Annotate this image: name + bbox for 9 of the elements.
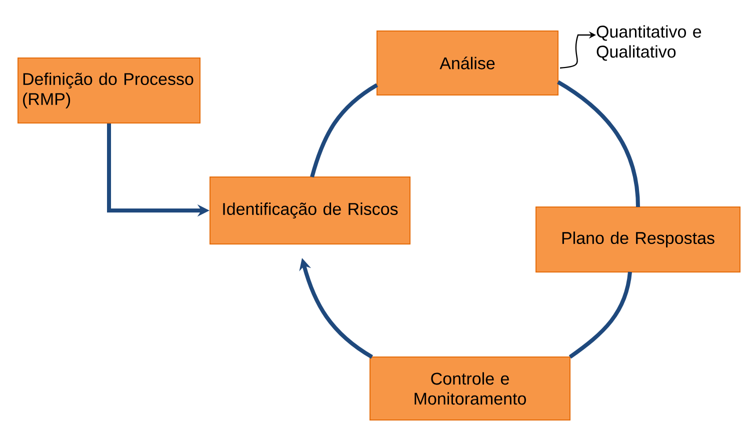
process-box: Plano de Respostas (536, 206, 740, 272)
annotation-text: Quantitativo e Qualitativo (596, 25, 702, 61)
connector-arc (568, 272, 632, 359)
process-box: Definição do Processo (RMP) (18, 58, 200, 124)
connector-arc (310, 83, 378, 178)
connector-arc (556, 80, 640, 208)
process-box: Análise (376, 30, 558, 96)
process-box: Identificação de Riscos (210, 176, 410, 244)
process-box: Controle e Monitoramento (370, 356, 570, 420)
